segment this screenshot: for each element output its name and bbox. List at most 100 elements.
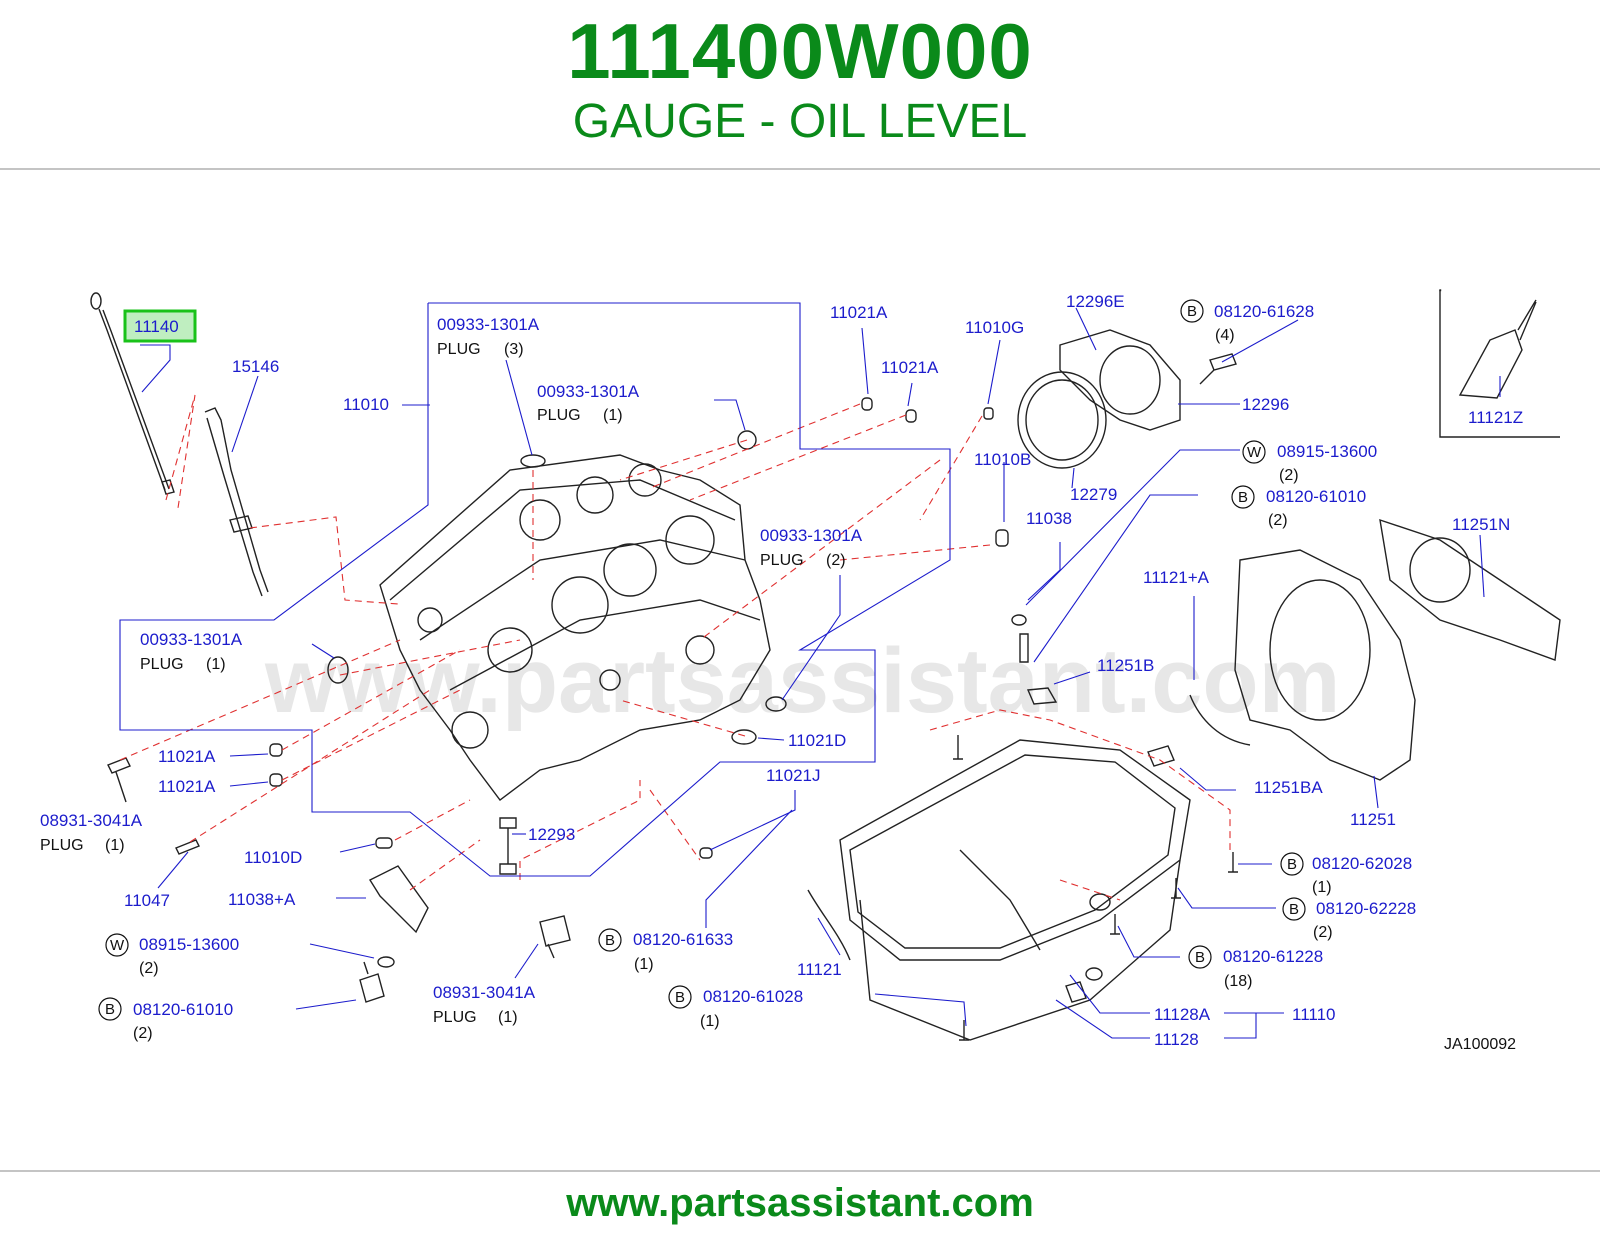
cylinder-block-part <box>379 454 771 801</box>
plug-text: PLUG <box>537 407 581 424</box>
qty-text: (2) <box>826 552 846 569</box>
qty-text: (2) <box>1279 467 1299 484</box>
plug-text: PLUG <box>40 837 84 854</box>
part-labels: 15146 11010 00933-1301A PLUG (3) 00933-1… <box>40 292 1523 1053</box>
label-11021J[interactable]: 11021J <box>766 766 821 785</box>
label-11010B[interactable]: 11010B <box>974 450 1031 469</box>
qty-text: (2) <box>139 960 159 977</box>
label-11121[interactable]: 11121 <box>797 960 842 979</box>
label-11128A[interactable]: 11128A <box>1154 1005 1211 1024</box>
label-11010[interactable]: 11010 <box>343 395 389 414</box>
label-11021A[interactable]: 11021A <box>158 777 216 796</box>
label-11140[interactable]: 11140 <box>134 317 179 336</box>
sealant-tube-part <box>1439 289 1560 438</box>
label-11021A[interactable]: 11021A <box>158 747 216 766</box>
label-12279[interactable]: 12279 <box>1070 485 1117 504</box>
header-divider <box>0 168 1600 170</box>
diagram-code: JA100092 <box>1444 1036 1516 1053</box>
label-11121Z[interactable]: 11121Z <box>1468 408 1523 427</box>
assembly-dashed-lines <box>119 394 1231 901</box>
label-08120-61633[interactable]: 08120-61633 <box>633 930 733 949</box>
label-08120-61228[interactable]: 08120-61228 <box>1223 947 1323 966</box>
label-08120-61010-right[interactable]: 08120-61010 <box>1266 487 1366 506</box>
svg-text:B: B <box>1289 901 1299 918</box>
label-11021A[interactable]: 11021A <box>830 303 888 322</box>
qty-text: (1) <box>105 837 125 854</box>
rear-plate-part <box>1059 329 1237 431</box>
highlight-box-11140 <box>123 309 197 343</box>
qty-text: (1) <box>700 1013 720 1030</box>
plug-text: PLUG <box>437 341 481 358</box>
svg-text:B: B <box>1195 949 1205 966</box>
label-11110[interactable]: 11110 <box>1292 1005 1336 1024</box>
qty-text: (4) <box>1215 327 1235 344</box>
label-00933-top[interactable]: 00933-1301A <box>437 315 540 334</box>
footer-url[interactable]: www.partsassistant.com <box>566 1181 1034 1225</box>
label-08120-62228[interactable]: 08120-62228 <box>1316 899 1416 918</box>
label-08915-13600-left[interactable]: 08915-13600 <box>139 935 239 954</box>
front-seal-part <box>1189 694 1251 746</box>
label-00933-left[interactable]: 00933-1301A <box>140 630 243 649</box>
page-header: 111400W000 GAUGE - OIL LEVEL <box>0 0 1600 168</box>
qty-text: (2) <box>1268 512 1288 529</box>
label-08931-3041A-mid[interactable]: 08931-3041A <box>433 983 536 1002</box>
svg-text:B: B <box>1187 303 1197 320</box>
label-08915-13600-right[interactable]: 08915-13600 <box>1277 442 1377 461</box>
parts-line-art <box>90 289 1561 1041</box>
label-11128[interactable]: 11128 <box>1154 1030 1199 1049</box>
svg-text:B: B <box>1287 856 1297 873</box>
callout-leaders <box>119 302 1501 1039</box>
label-11010G[interactable]: 11010G <box>965 318 1024 337</box>
label-15146[interactable]: 15146 <box>232 357 279 376</box>
label-08931-3041A-left[interactable]: 08931-3041A <box>40 811 143 830</box>
qty-text: (1) <box>603 407 623 424</box>
part-name-subtitle: GAUGE - OIL LEVEL <box>572 95 1028 148</box>
label-11251N[interactable]: 11251N <box>1452 515 1510 534</box>
dipstick-part <box>90 292 175 495</box>
bolts-parts <box>953 735 1238 1041</box>
label-08120-61628[interactable]: 08120-61628 <box>1214 302 1314 321</box>
label-11047[interactable]: 11047 <box>124 891 170 910</box>
side-gasket-part <box>1379 518 1561 661</box>
svg-text:B: B <box>605 932 615 949</box>
label-11038[interactable]: 11038 <box>1026 509 1072 528</box>
qty-text: (3) <box>504 341 524 358</box>
svg-text:W: W <box>110 937 125 954</box>
label-12296E[interactable]: 12296E <box>1066 292 1125 311</box>
watermark: www.partsassistant.com <box>264 630 1340 732</box>
label-12293[interactable]: 12293 <box>528 825 575 844</box>
svg-text:W: W <box>1247 444 1262 461</box>
qty-text: (2) <box>133 1025 153 1042</box>
svg-text:B: B <box>105 1001 115 1018</box>
label-12296[interactable]: 12296 <box>1242 395 1289 414</box>
oil-pan-part <box>839 739 1191 1041</box>
label-11021A[interactable]: 11021A <box>881 358 939 377</box>
label-00933-right[interactable]: 00933-1301A <box>760 526 863 545</box>
label-08120-62028[interactable]: 08120-62028 <box>1312 854 1412 873</box>
label-11021D[interactable]: 11021D <box>788 731 846 750</box>
circle-markers: B W B B B B W B B B <box>98 299 1306 1021</box>
part-number-title: 111400W000 <box>567 7 1033 95</box>
qty-text: (1) <box>498 1009 518 1026</box>
plug-text: PLUG <box>760 552 804 569</box>
label-08120-61010-left[interactable]: 08120-61010 <box>133 1000 233 1019</box>
dipstick-tube-part <box>204 407 269 597</box>
qty-text: (1) <box>206 656 226 673</box>
label-00933-mid[interactable]: 00933-1301A <box>537 382 640 401</box>
label-08120-61028[interactable]: 08120-61028 <box>703 987 803 1006</box>
qty-text: (18) <box>1224 973 1252 990</box>
svg-text:B: B <box>675 989 685 1006</box>
label-11010D[interactable]: 11010D <box>244 848 302 867</box>
footer-divider <box>0 1170 1600 1172</box>
plug-text: PLUG <box>433 1009 477 1026</box>
qty-text: (1) <box>1312 879 1332 896</box>
rear-gasket-part <box>1234 549 1416 781</box>
label-11251BA[interactable]: 11251BA <box>1254 778 1323 797</box>
label-11038-A[interactable]: 11038+A <box>228 890 296 909</box>
label-11251[interactable]: 11251 <box>1350 810 1396 829</box>
label-11121-A[interactable]: 11121+A <box>1143 568 1210 587</box>
qty-text: (1) <box>634 956 654 973</box>
label-11251B[interactable]: 11251B <box>1097 656 1154 675</box>
plug-text: PLUG <box>140 656 184 673</box>
